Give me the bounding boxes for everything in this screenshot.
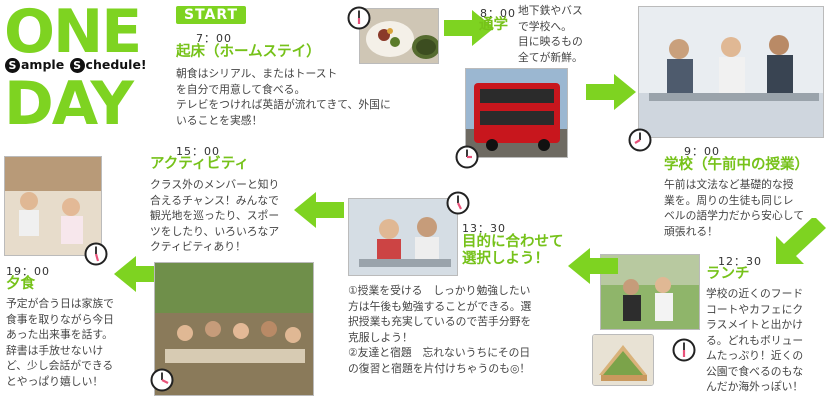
step4-heading: ランチ xyxy=(706,266,750,282)
step5-line: 択授業も充実しているので苦手分野を xyxy=(348,315,532,328)
step5-line: 克服しよう！ xyxy=(348,330,413,344)
step7-line: 予定が合う日は家族で xyxy=(6,297,114,310)
step1-time: 7：00 xyxy=(196,32,232,45)
left-arrow-icon xyxy=(114,256,164,292)
step7-line: あった出来事を話す。 xyxy=(6,328,113,341)
step3-body: 午前は文法など基礎的な授 業を。周りの生徒も同じレ ベルの語学力だから安心して … xyxy=(664,177,828,239)
step5-line: の復習と宿題を片付けちゃうのも◎！ xyxy=(348,361,531,375)
step1-heading: 起床（ホームステイ） xyxy=(176,44,321,60)
activity-photo xyxy=(4,156,102,256)
step1-line: テレビをつければ英語が流れてきて、外国に xyxy=(176,98,391,111)
clock-icon xyxy=(628,128,652,152)
start-badge: START xyxy=(176,6,247,24)
step5-heading: 目的に合わせて 選択しよう！ xyxy=(462,234,564,269)
step3-heading: 学校（午前中の授業） xyxy=(664,157,809,173)
step2-line: 全てが新鮮。 xyxy=(518,50,583,64)
step4-line: ラスメイトと出かけ xyxy=(706,318,803,331)
step4-line: る。どれもボリュー xyxy=(706,333,804,347)
step2-line: 目に映るもの xyxy=(518,35,583,48)
step3-time: 9：00 xyxy=(684,145,720,158)
step6-line: クラス外のメンバーと知り xyxy=(150,178,280,191)
left-arrow-icon xyxy=(294,192,344,228)
step3-line: 午前は文法など基礎的な授 xyxy=(664,178,794,191)
step7-line: 食事を取りながら今日 xyxy=(6,312,114,326)
step7-line: 辞書は手放せないけ xyxy=(6,343,104,357)
clock-icon xyxy=(455,145,479,169)
study-photo xyxy=(348,198,458,276)
title-one: ONE xyxy=(4,0,142,67)
step4-time: 12：30 xyxy=(718,255,762,268)
clock-icon xyxy=(347,6,371,30)
step6-heading: アクティビティ xyxy=(150,156,250,172)
step5-body: ①授業を受ける しっかり勉強したい 方は午後も勉強することができる。選 択授業も… xyxy=(348,283,598,376)
step6-body: クラス外のメンバーと知り 合えるチャンス！みんなで 観光地を巡ったり、スポー ツ… xyxy=(150,177,296,255)
sample-s-circle: S xyxy=(5,58,20,73)
step6-line: クティビティあり！ xyxy=(150,240,246,253)
step6-line: 観光地を巡ったり、スポー xyxy=(150,209,280,222)
step3-line: ベルの語学力だから安心して xyxy=(664,209,805,222)
step7-line: とやっぱり嬉しい！ xyxy=(6,374,104,388)
step7-line: ど、少し会話ができる xyxy=(6,359,114,372)
step3-line: 業を。周りの生徒も同じレ xyxy=(664,193,794,207)
step7-heading: 夕食 xyxy=(6,276,35,292)
down-left-arrow-icon xyxy=(776,218,826,264)
step5-line: ①授業を受ける しっかり勉強したい xyxy=(348,284,531,297)
right-arrow-icon xyxy=(586,74,636,110)
step4-line: コートやカフェにク xyxy=(706,302,804,316)
schedule-rest-text: chedule! xyxy=(85,57,147,72)
step5-heading-line: 目的に合わせて xyxy=(462,234,564,250)
breakfast-photo xyxy=(359,8,439,64)
step4-line: 学校の近くのフード xyxy=(706,287,804,300)
sample-rest-text: ample xyxy=(21,57,69,72)
step2-heading: 通学 xyxy=(479,17,508,33)
step7-time: 19：00 xyxy=(6,265,50,278)
title-day: DAY xyxy=(4,69,134,139)
right-arrow-icon xyxy=(444,10,494,46)
step4-line: んだか海外っぽい！ xyxy=(706,380,804,393)
step5-time: 13：30 xyxy=(462,222,506,235)
step1-line: いることを実感！ xyxy=(176,113,263,127)
classroom-photo xyxy=(638,6,824,138)
step6-time: 15：00 xyxy=(176,145,220,158)
step5-line: 方は午後も勉強することができる。選 xyxy=(348,299,532,313)
step1-body: 朝食はシリアル、またはトースト を自分で用意して食べる。 テレビをつければ英語が… xyxy=(176,66,391,128)
sandwich-photo xyxy=(592,334,654,386)
step4-line: ムたっぷり！近くの xyxy=(706,349,804,362)
step5-line: ②友達と宿題 忘れないうちにその日 xyxy=(348,346,531,359)
clock-icon xyxy=(672,338,696,362)
step1-line: を自分で用意して食べる。 xyxy=(176,82,306,96)
dinner-photo xyxy=(154,262,314,396)
clock-icon xyxy=(446,191,470,215)
left-arrow-icon xyxy=(568,248,618,284)
step2-line: 地下鉄やバス xyxy=(518,4,583,17)
step5-heading-line: 選択しよう！ xyxy=(462,251,549,268)
step6-line: 合えるチャンス！みんなで xyxy=(150,193,279,207)
schedule-s-circle: S xyxy=(69,58,85,73)
step2-body: 地下鉄やバス で学校へ。 目に映るもの 全てが新鮮。 xyxy=(518,3,598,65)
step7-body: 予定が合う日は家族で 食事を取りながら今日 あった出来事を話す。 辞書は手放せな… xyxy=(6,296,148,389)
step6-line: ツをしたり、いろいろなア xyxy=(150,224,280,238)
step1-line: 朝食はシリアル、またはトースト xyxy=(176,67,338,80)
bus-photo xyxy=(465,68,568,158)
step4-line: 公園で食べるのもな xyxy=(706,364,804,378)
step4-body: 学校の近くのフード コートやカフェにク ラスメイトと出かけ る。どれもボリュー … xyxy=(706,286,828,395)
step2-line: で学校へ。 xyxy=(518,19,572,33)
step2-time: 8：00 xyxy=(480,7,516,20)
clock-icon xyxy=(84,242,108,266)
step3-line: 頑張れる！ xyxy=(664,224,718,238)
clock-icon xyxy=(150,368,174,392)
